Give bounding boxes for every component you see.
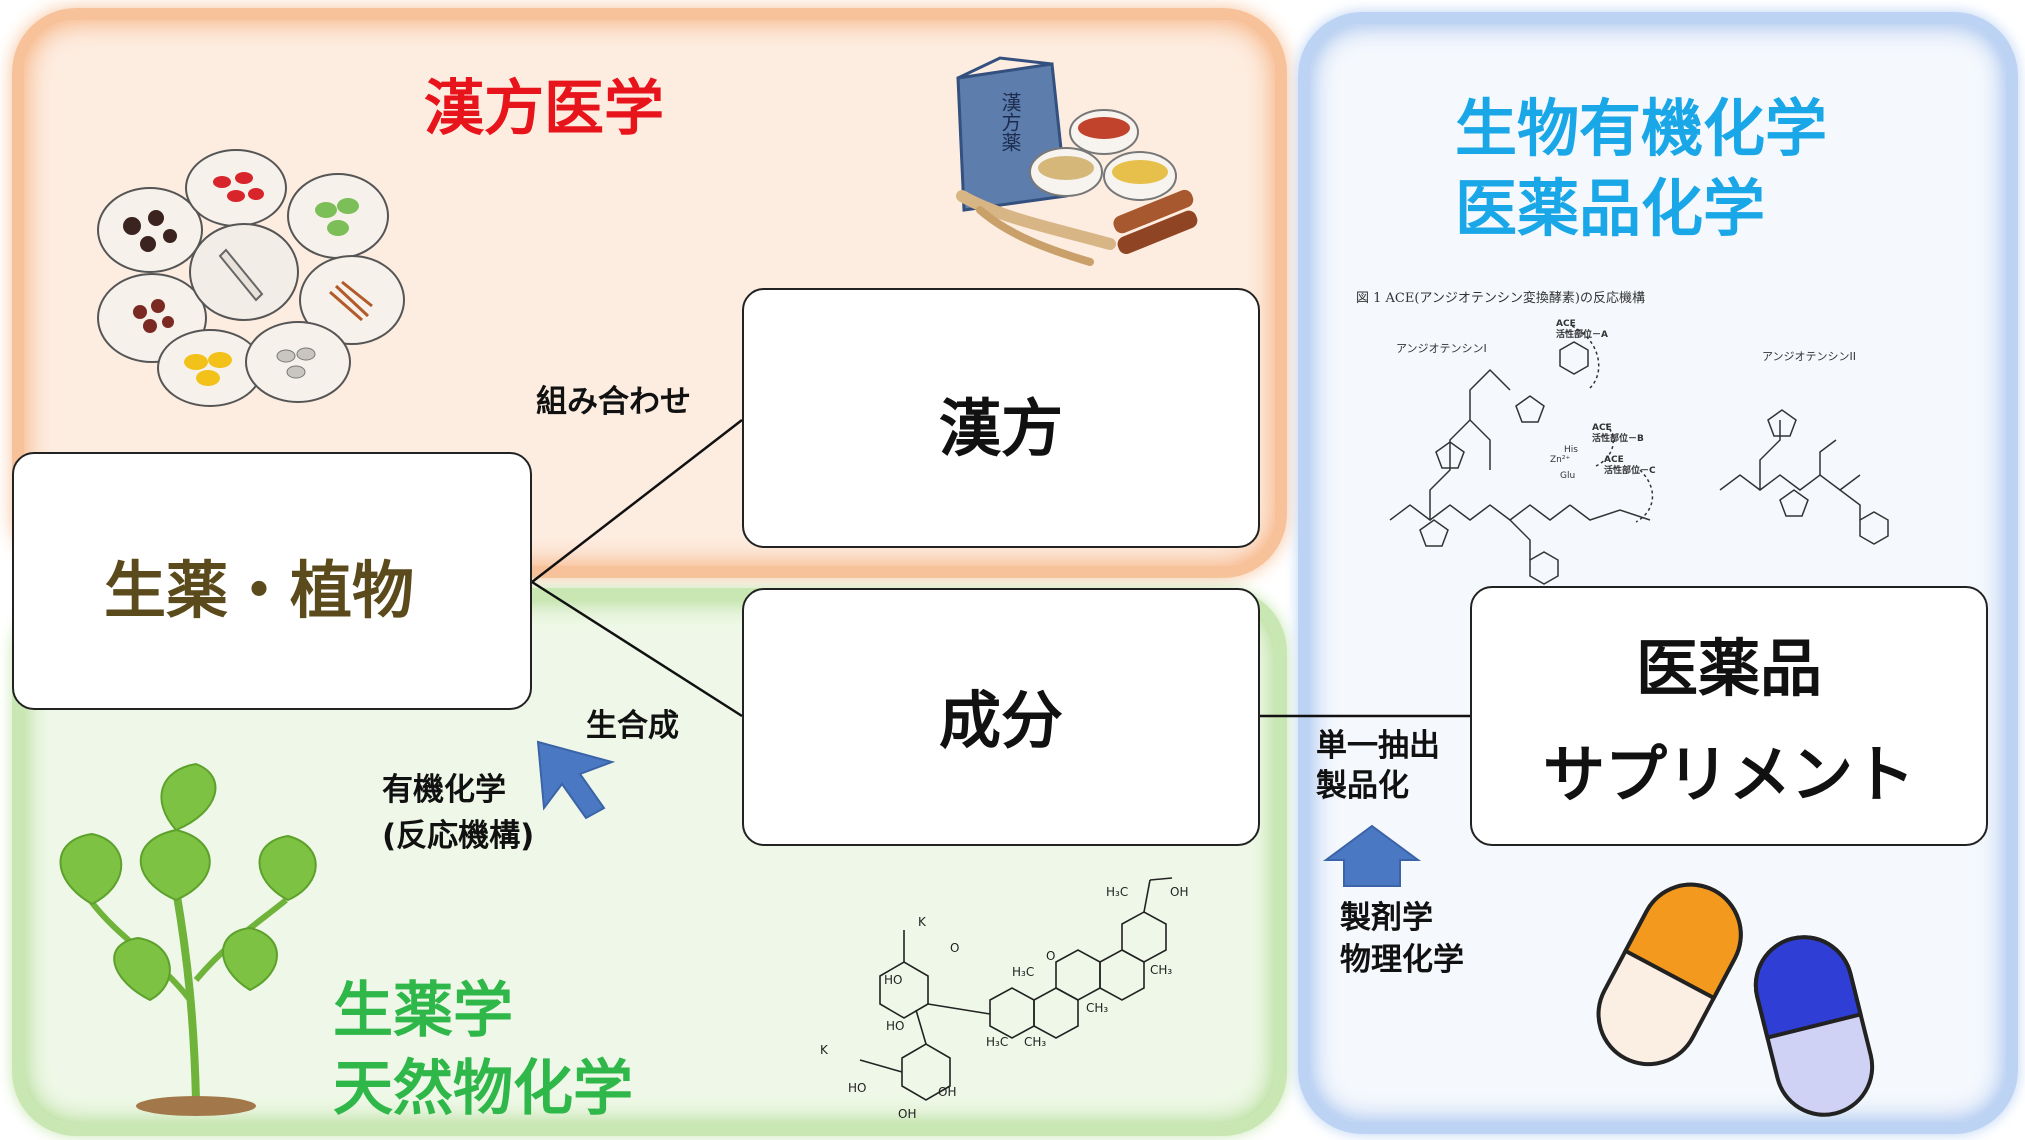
- physical-chemistry-label: 物理化学: [1340, 942, 1464, 978]
- ace-c-label1: ACE: [1604, 455, 1624, 465]
- medicinal-chemistry-heading: 医薬品化学: [1455, 172, 1766, 245]
- mol-ho2: HO: [886, 1019, 904, 1033]
- kampo-label: 漢方: [938, 392, 1063, 465]
- supplement-label: サプリメント: [1542, 738, 1915, 811]
- reaction-mechanism-label: (反応機構): [382, 818, 535, 854]
- mol-h3c3: H₃C: [986, 1035, 1008, 1049]
- zn-label: Zn²⁺: [1550, 455, 1570, 465]
- ace-a-label2: 活性部位－A: [1556, 328, 1608, 340]
- figure-caption: 図 1 ACE(アンジオテンシン変換酵素)の反応機構: [1356, 290, 1645, 306]
- mol-k2: K: [820, 1043, 829, 1057]
- productization-label: 製品化: [1316, 768, 1409, 804]
- organic-chemistry-label: 有機化学: [382, 772, 506, 808]
- formulation-arrow: [1322, 824, 1422, 887]
- mol-k1: K: [918, 915, 927, 929]
- mol-oh1: OH: [938, 1085, 956, 1099]
- kampo-box: 漢方: [742, 288, 1260, 548]
- mol-ho1: HO: [884, 973, 902, 987]
- ace-b-label2: 活性部位－B: [1592, 432, 1644, 444]
- mol-ch3-1: CH₃: [1150, 963, 1172, 977]
- kampo-medicine-heading: 漢方医学: [424, 74, 664, 144]
- mol-ch3-2: CH₃: [1086, 1001, 1108, 1015]
- combination-label: 組み合わせ: [536, 384, 691, 420]
- mol-h3c2: H₃C: [1106, 885, 1128, 899]
- glu-label: Glu: [1560, 471, 1575, 481]
- ace-b-label1: ACE: [1592, 423, 1612, 433]
- pharmacognosy-heading: 生薬学: [333, 976, 513, 1046]
- angiotensin2-label: アンジオテンシンII: [1762, 350, 1856, 363]
- ace-a-label1: ACE: [1556, 319, 1576, 329]
- formulation-label: 製剤学: [1340, 900, 1433, 936]
- pharmaceutical-label: 医薬品: [1635, 632, 1822, 705]
- mol-oh3: OH: [1170, 885, 1188, 899]
- mol-o2: O: [1046, 949, 1055, 963]
- kampo-bag-text: 漢方薬: [998, 92, 1022, 152]
- mol-ch3-3: CH₃: [1024, 1035, 1046, 1049]
- natural-product-chemistry-heading: 天然物化学: [333, 1054, 633, 1124]
- single-extraction-label: 単一抽出: [1316, 728, 1440, 764]
- mol-o1: O: [950, 941, 959, 955]
- crude-drug-label: 生薬・植物: [104, 554, 415, 627]
- ace-c-label2: 活性部位－C: [1604, 464, 1656, 476]
- mol-oh2: OH: [898, 1107, 916, 1121]
- component-label: 成分: [938, 684, 1063, 757]
- bioorganic-chemistry-heading: 生物有機化学: [1455, 92, 1828, 165]
- component-box: 成分: [742, 588, 1260, 846]
- pharmaceutical-box: 医薬品 サプリメント: [1470, 586, 1988, 846]
- his-label: His: [1564, 445, 1578, 455]
- mol-ho3: HO: [848, 1081, 866, 1095]
- mol-h3c1: H₃C: [1012, 965, 1034, 979]
- biosynthesis-label: 生合成: [586, 708, 679, 744]
- organic-chem-arrow: [536, 740, 616, 820]
- crude-drug-box: 生薬・植物: [12, 452, 532, 710]
- angiotensin1-label: アンジオテンシンI: [1396, 342, 1487, 355]
